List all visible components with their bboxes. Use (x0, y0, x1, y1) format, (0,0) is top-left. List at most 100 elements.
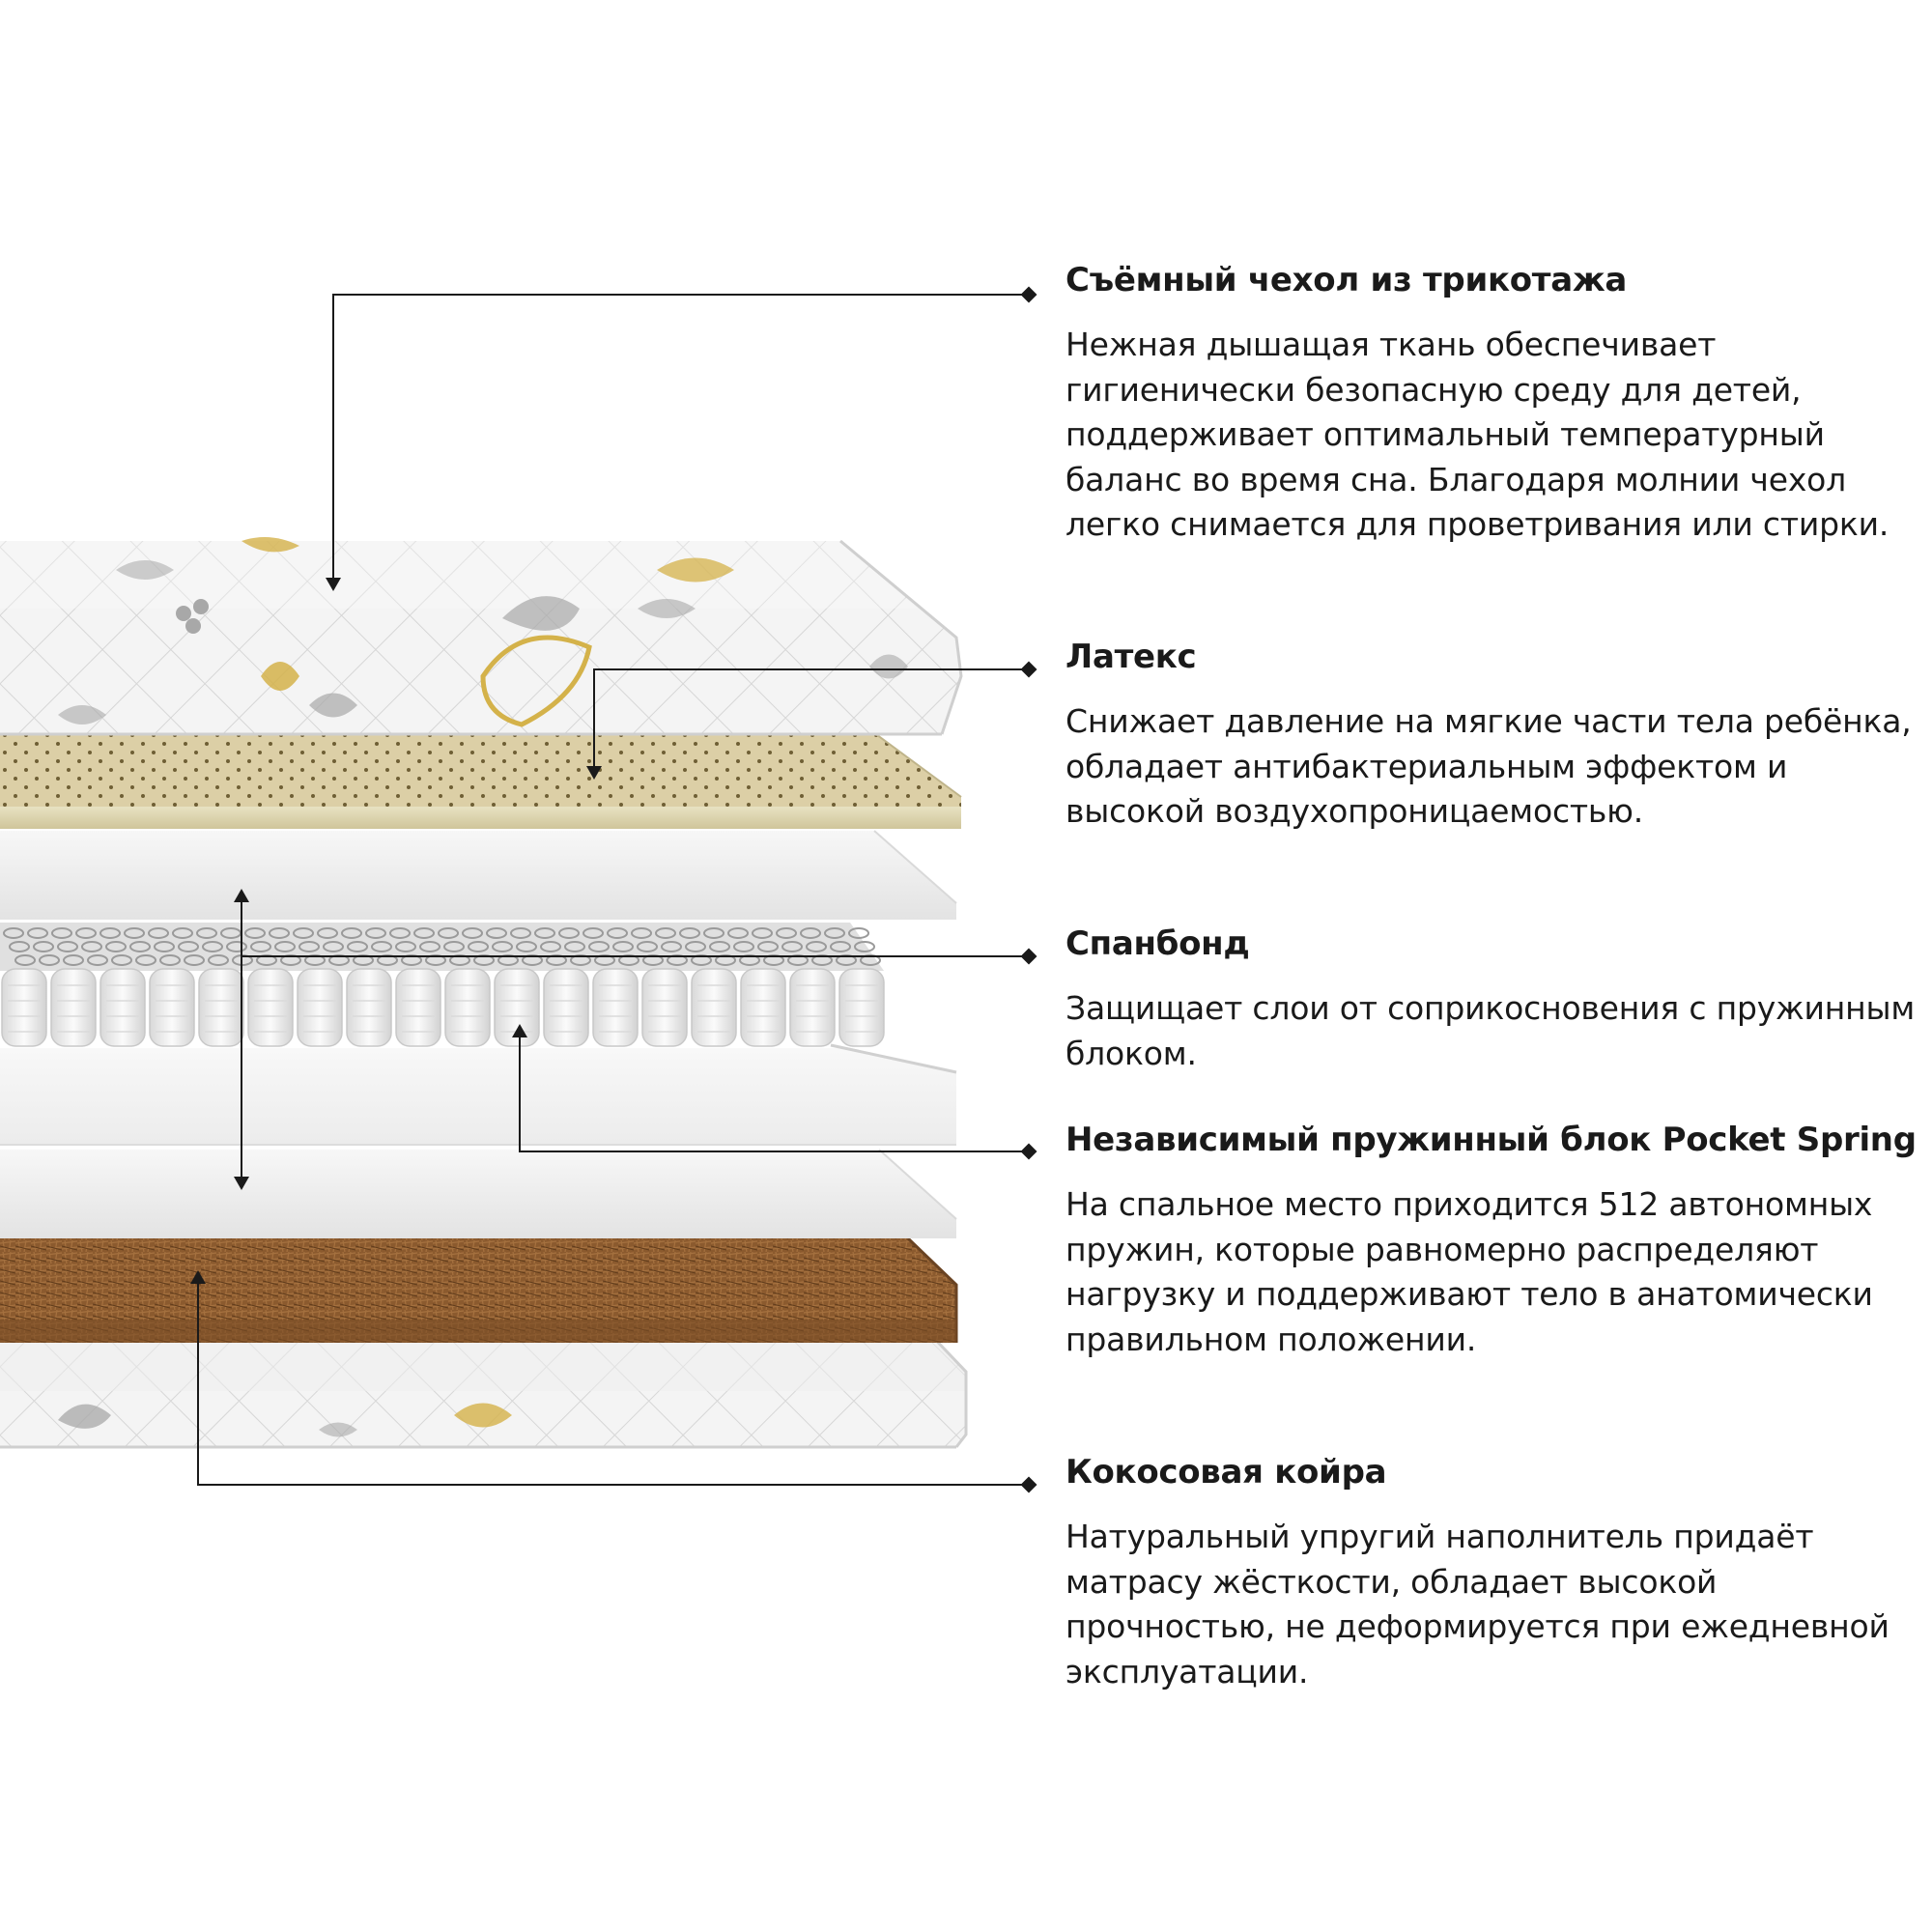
spring-coil-top (365, 927, 386, 939)
label-coir-description: Натуральный упругий наполнитель придаёт … (1065, 1518, 1889, 1690)
spring-coil-top (159, 954, 181, 966)
label-cover-description: Нежная дышащая ткань обеспечивает гигиен… (1065, 326, 1889, 543)
spring-pocket (149, 968, 195, 1047)
spring-coil-top (727, 927, 749, 939)
spring-coil-top (389, 927, 411, 939)
spring-pocket (198, 968, 244, 1047)
leader-latex-arrow (586, 766, 602, 780)
spring-coil-top (757, 941, 779, 952)
spring-pocket (346, 968, 392, 1047)
label-coir: Кокосовая койра Натуральный упругий напо… (1065, 1451, 1916, 1694)
spring-coil-top (341, 927, 362, 939)
spunbond-upper-layer (0, 830, 957, 920)
spring-pocket (444, 968, 491, 1047)
spring-coil-top (202, 941, 223, 952)
label-springs-title: Независимый пружинный блок Pocket Spring (1065, 1121, 1917, 1159)
spring-coil-top (468, 941, 489, 952)
latex-layer (0, 728, 962, 829)
leader-latex (593, 668, 1029, 773)
spring-coil-top (274, 941, 296, 952)
spring-coil-top (129, 941, 151, 952)
spring-coil-top (27, 927, 48, 939)
spring-pocket (838, 968, 885, 1047)
spring-coil-top (637, 941, 658, 952)
spring-coil-top (226, 941, 247, 952)
spring-coil-top (685, 941, 706, 952)
label-spunbond-description: Защищает слои от соприкосновения с пружи… (1065, 989, 1916, 1072)
spring-coil-top (848, 927, 869, 939)
spring-coil-top (208, 954, 229, 966)
spring-coil-top (135, 954, 156, 966)
spring-coil-top (558, 927, 580, 939)
pocket-spring-block (0, 923, 885, 1047)
spring-coil-top (184, 954, 205, 966)
leader-spunbond-arrow-up (234, 889, 249, 902)
label-springs: Независимый пружинный блок Pocket Spring… (1065, 1119, 1917, 1362)
spring-coil-top (661, 941, 682, 952)
label-springs-description: На спальное место приходится 512 автоном… (1065, 1185, 1873, 1358)
spring-coil-top (178, 941, 199, 952)
spring-coil-top (395, 941, 416, 952)
spring-coil-top (438, 927, 459, 939)
leader-cover-dot (1020, 286, 1037, 303)
spring-coil-top (655, 927, 676, 939)
spunbond-lower-layer (0, 1149, 957, 1238)
spring-coil-top (854, 941, 875, 952)
spring-coil-top (679, 927, 700, 939)
spring-frame (0, 1043, 957, 1146)
spring-coil-top (564, 941, 585, 952)
label-spunbond: Спанбонд Защищает слои от соприкосновени… (1065, 923, 1916, 1076)
spring-coil-top (413, 927, 435, 939)
spring-coil-top (172, 927, 193, 939)
spring-coil-top (733, 941, 754, 952)
spring-coil-top (752, 927, 773, 939)
leader-latex-dot (1020, 661, 1037, 678)
label-latex-description: Снижает давление на мягкие части тела ре… (1065, 702, 1912, 830)
spring-coil-top (250, 941, 271, 952)
spring-coil-top (631, 927, 652, 939)
spring-coil-top (781, 941, 803, 952)
spring-coil-top (492, 941, 513, 952)
spring-coil-top (776, 927, 797, 939)
bottom-cover-layer (0, 1329, 968, 1449)
label-coir-title: Кокосовая койра (1065, 1453, 1387, 1492)
label-cover-title: Съёмный чехол из трикотажа (1065, 261, 1628, 299)
spring-coil-top (81, 941, 102, 952)
spring-pocket (297, 968, 343, 1047)
spring-pocket (789, 968, 836, 1047)
spring-coil-top (3, 927, 24, 939)
spring-coil-top (51, 927, 72, 939)
label-latex-title: Латекс (1065, 638, 1197, 676)
spring-coil-top (510, 927, 531, 939)
spring-coil-top (63, 954, 84, 966)
spring-coil-top (462, 927, 483, 939)
spring-pocket (494, 968, 540, 1047)
spring-coil-top (39, 954, 60, 966)
spring-coil-top (806, 941, 827, 952)
spring-coil-top (612, 941, 634, 952)
spring-coil-top (534, 927, 555, 939)
spring-coil-top (105, 941, 127, 952)
spring-pocket (50, 968, 97, 1047)
spring-coil-top (824, 927, 845, 939)
spring-coil-top (99, 927, 121, 939)
spring-coil-top (703, 927, 724, 939)
spring-pocket (740, 968, 786, 1047)
spring-coil-top (298, 941, 320, 952)
spring-coil-top (33, 941, 54, 952)
spring-coil-top (709, 941, 730, 952)
spring-coil-top (111, 954, 132, 966)
label-cover: Съёмный чехол из трикотажа Нежная дышаща… (1065, 259, 1916, 548)
spring-coil-top (148, 927, 169, 939)
spring-coil-top (588, 941, 610, 952)
leader-cover (332, 294, 1029, 584)
spring-coil-top (75, 927, 97, 939)
spring-coil-top (9, 941, 30, 952)
top-cover-layer (0, 537, 963, 736)
spring-coil-top (154, 941, 175, 952)
label-spunbond-title: Спанбонд (1065, 924, 1250, 963)
spring-coil-top (371, 941, 392, 952)
spring-coil-top (269, 927, 290, 939)
spring-coil-top (486, 927, 507, 939)
